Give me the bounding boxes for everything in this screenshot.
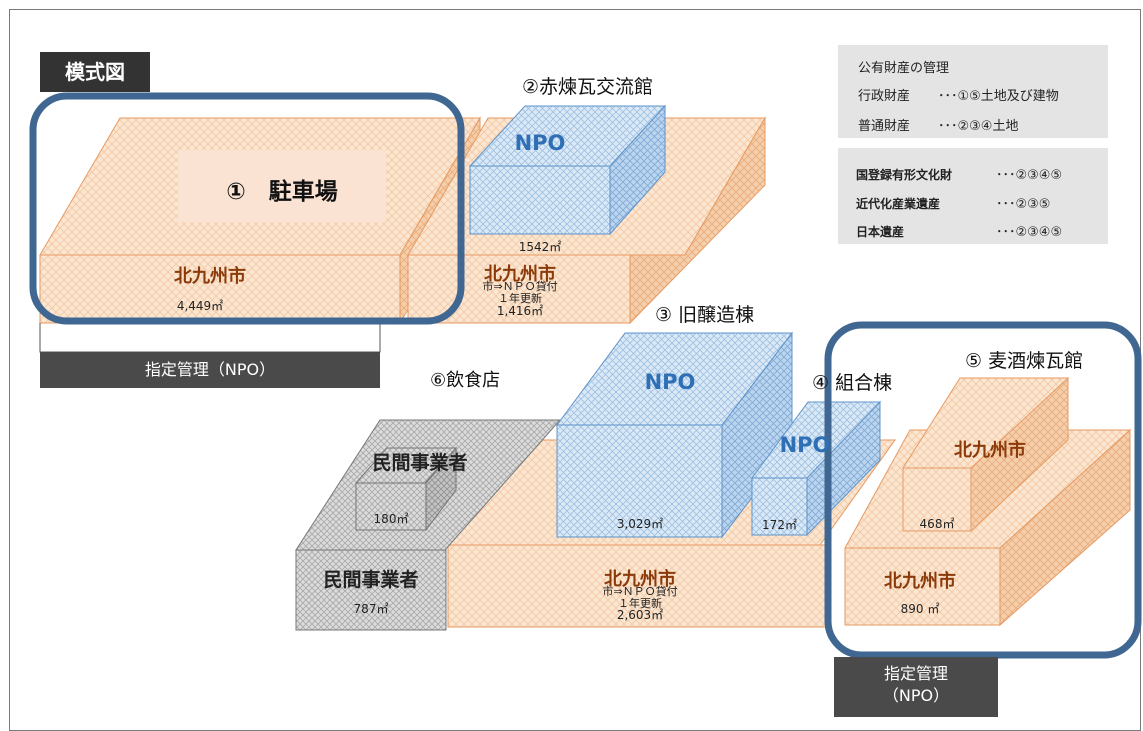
brewery-npo-label: NPO: [644, 370, 696, 394]
beer-hall-highlight-outline: [824, 321, 1142, 659]
brewery-owner: 北九州市: [604, 569, 676, 590]
legend-row-name: 国登録有形文化財: [856, 168, 953, 182]
legend-row-name: 普通財産: [858, 119, 911, 134]
beer-hall-building-owner: 北九州市: [954, 440, 1026, 461]
legend-row-value: ･･･②③④⑤: [996, 225, 1063, 240]
red-brick-land-area: 1,416㎡: [496, 304, 544, 318]
legend-row-name: 行政財産: [858, 89, 911, 104]
union-building-area: 172㎡: [762, 518, 797, 532]
parking-slab: [39, 116, 481, 325]
private-upper-block: [354, 446, 458, 532]
beer-hall-management-line2: （NPO）: [882, 686, 950, 705]
parking-area: 4,449㎡: [176, 299, 224, 313]
red-brick-npo-building: [468, 104, 667, 236]
beer-hall-management: 指定管理 （NPO）: [834, 657, 998, 717]
private-lower-label: 民間事業者: [323, 569, 419, 591]
private-upper-area: 180㎡: [373, 512, 409, 526]
parking-highlight-outline: [29, 92, 465, 325]
brewery-land-area: 2,603㎡: [616, 608, 664, 622]
brewery-npo-building: [556, 331, 794, 539]
private-lower-area: 787㎡: [353, 602, 389, 616]
union-title: ④ 組合棟: [812, 372, 893, 394]
legend-row-value: ･･･②③④土地: [938, 119, 1019, 134]
restaurant-box: [395, 345, 560, 403]
parking-management: 指定管理（NPO）: [40, 352, 380, 388]
brewery-title: ③ 旧醸造棟: [655, 304, 755, 326]
union-npo-label: NPO: [779, 433, 831, 457]
brewery-lease-line1: 市⇒ＮＰＯ貸付: [602, 585, 678, 598]
legend-row-name: 近代化産業遺産: [856, 197, 941, 211]
parking-label: ① 駐車場: [226, 179, 338, 205]
red-brick-owner: 北九州市: [484, 264, 556, 285]
red-brick-lease-line2: １年更新: [498, 292, 542, 305]
legend-property-heading: 公有財産の管理: [858, 61, 950, 76]
beer-hall-title: ⑤ 麦酒煉瓦館: [965, 350, 1084, 372]
beer-hall-land-area: 890 ㎡: [900, 602, 940, 616]
diagram-title: 模式図: [40, 52, 150, 92]
legend-row-value: ･･･①⑤土地及び建物: [938, 89, 1059, 104]
parking-bracket: [39, 323, 381, 353]
red-brick-building-area: 1542㎡: [518, 240, 562, 254]
legend-heritage: 国登録有形文化財 ･･･②③④⑤ 近代化産業遺産 ･･･②③⑤ 日本遺産 ･･･…: [838, 148, 1108, 244]
red-brick-hall-title: ②赤煉瓦交流館: [522, 76, 654, 98]
parking-owner: 北九州市: [174, 266, 246, 287]
brewery-lease-line2: １年更新: [618, 597, 662, 610]
red-brick-npo-label: NPO: [514, 131, 566, 155]
beer-hall-management-line1: 指定管理: [883, 664, 948, 683]
beer-hall-building-area: 468㎡: [919, 517, 955, 531]
restaurant-label: ⑥飲食店: [430, 370, 501, 391]
brewery-building-area: 3,029㎡: [616, 517, 664, 531]
beer-hall-building: [902, 376, 1069, 533]
legend-row-name: 日本遺産: [856, 225, 905, 239]
beer-hall-owner: 北九州市: [884, 571, 956, 592]
legend-row-value: ･･･②③④⑤: [996, 168, 1063, 183]
red-brick-lease-line1: 市⇒ＮＰＯ貸付: [482, 280, 558, 293]
private-upper-label: 民間事業者: [372, 452, 468, 474]
legend-row-value: ･･･②③⑤: [996, 197, 1051, 212]
legend-property-management: 公有財産の管理 行政財産 ･･･①⑤土地及び建物 普通財産 ･･･②③④土地: [838, 45, 1108, 138]
